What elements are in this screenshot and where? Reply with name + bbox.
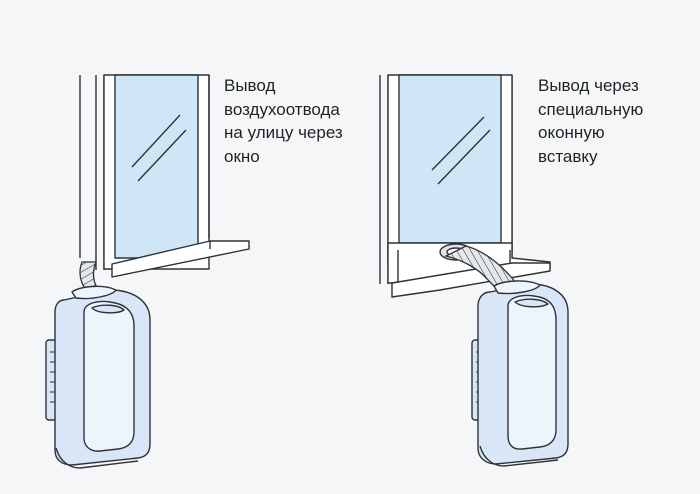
caption-window-exhaust: Вывод воздухоотвода на улицу через окно	[224, 74, 343, 168]
caption-line: на улицу через	[224, 123, 343, 142]
left-window-glass	[114, 74, 199, 259]
left-window-sill	[111, 240, 250, 278]
caption-insert-exhaust: Вывод через специальную оконную вставку	[538, 74, 643, 168]
right-air-conditioner	[471, 280, 569, 467]
left-unit-front-panel	[83, 300, 135, 452]
caption-line: воздухоотвода	[224, 99, 340, 119]
caption-line: оконную	[538, 123, 605, 142]
caption-line: Вывод через	[538, 76, 639, 95]
right-window	[379, 74, 551, 298]
left-window-frame	[79, 75, 113, 270]
left-air-conditioner	[45, 285, 151, 469]
caption-line: Вывод	[224, 76, 276, 95]
caption-line: окно	[224, 146, 260, 166]
right-window-sill	[391, 262, 551, 298]
caption-line: вставку	[538, 146, 598, 166]
right-window-glass	[398, 74, 502, 244]
caption-line: специальную	[538, 99, 644, 119]
left-window	[79, 74, 250, 278]
right-unit-front-panel	[507, 294, 557, 450]
